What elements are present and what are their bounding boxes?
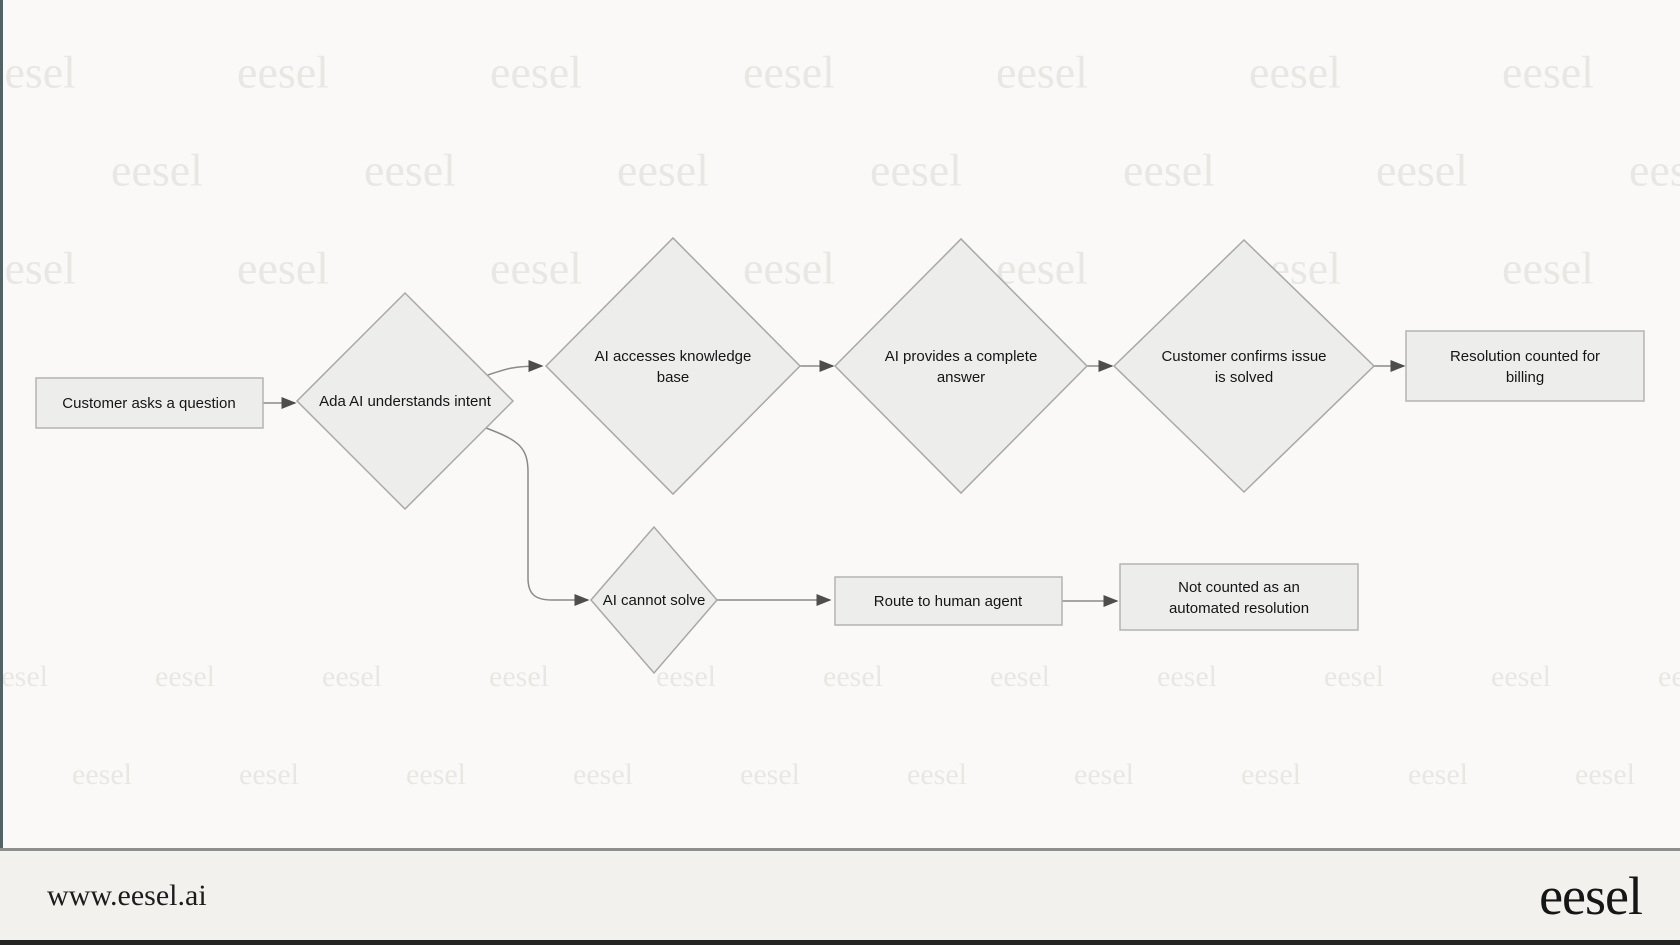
node-customer-question-label: Customer asks a question [62, 395, 235, 412]
watermark-text: eesel [743, 46, 835, 98]
watermark-text: eesel [322, 660, 382, 693]
watermark-text: eesel [1502, 46, 1594, 98]
watermark-text: eesel [237, 46, 329, 98]
node-knowledge-diamond [544, 236, 802, 496]
node-not-counted-box [1119, 563, 1359, 631]
node-ada-intent-label: Ada AI understands intent [319, 393, 492, 410]
watermark-text: eesel [490, 242, 582, 294]
watermark-text: eesel [823, 660, 883, 693]
node-route-human-label: Route to human agent [874, 593, 1023, 610]
node-billing-label-line1: Resolution counted for [1450, 348, 1600, 365]
node-billing-box [1405, 330, 1645, 402]
watermark-text: eesel [1376, 144, 1468, 196]
node-confirm-solved-label-line1: Customer confirms issue [1161, 348, 1326, 365]
watermark-text: eesel [490, 46, 582, 98]
footer: www.eesel.ai eesel [0, 851, 1680, 940]
watermark-text: eesel [656, 660, 716, 693]
watermark-text: eesel [617, 144, 709, 196]
node-customer-question-box [35, 377, 264, 429]
node-not-counted-label-line1: Not counted as an [1178, 579, 1300, 596]
edge-intent-to-knowledge [481, 360, 544, 378]
watermark-text: eesel [0, 46, 76, 98]
watermark-text: eesel [1408, 758, 1468, 791]
watermark-text: eesel [996, 242, 1088, 294]
node-confirm-solved-diamond [1112, 238, 1376, 494]
node-billing-label-line2: billing [1506, 369, 1544, 386]
watermark-text: eesel [1629, 144, 1680, 196]
watermark-text: eesel [489, 660, 549, 693]
watermark-text: eesel [72, 758, 132, 791]
watermark-text: eesel [364, 144, 456, 196]
watermark-text: eesel [0, 242, 76, 294]
watermark-text: eesel [239, 758, 299, 791]
node-cannot-solve-label: AI cannot solve [603, 592, 706, 609]
watermark-text: eesel [907, 758, 967, 791]
watermark-text: eesel [1123, 144, 1215, 196]
eesel-logo: eesel [1539, 865, 1643, 926]
node-route-human-box [834, 576, 1063, 626]
watermark-text: eesel [1491, 660, 1551, 693]
footer-url: www.eesel.ai [47, 878, 207, 912]
node-knowledge-label-line1: AI accesses knowledge [595, 348, 752, 365]
node-confirm-solved-label-line2: is solved [1215, 369, 1273, 386]
node-knowledge-label-line2: base [657, 369, 690, 386]
watermark-text: eesel [870, 144, 962, 196]
bottom-edge-band [0, 940, 1680, 945]
watermark-text: eesel [155, 660, 215, 693]
node-ada-intent-diamond [295, 291, 515, 511]
watermark-text: eesel [996, 46, 1088, 98]
watermark-text: eesel [1575, 758, 1635, 791]
watermark-text: eesel [1249, 46, 1341, 98]
watermark-text: eesel [237, 242, 329, 294]
watermark-text: eesel [743, 242, 835, 294]
watermark-text: eesel [990, 660, 1050, 693]
watermark-text: eesel [740, 758, 800, 791]
node-not-counted-label-line2: automated resolution [1169, 600, 1309, 617]
watermark-text: eesel [1658, 660, 1680, 693]
node-cannot-solve-diamond [590, 525, 718, 675]
watermark-text: eesel [1241, 758, 1301, 791]
watermark-text: eesel [1502, 242, 1594, 294]
node-complete-answer-label-line2: answer [937, 369, 985, 386]
node-complete-answer-label-line1: AI provides a complete [885, 348, 1038, 365]
node-complete-answer-diamond [833, 237, 1089, 495]
watermark-text: eesel [1074, 758, 1134, 791]
left-edge-strip [0, 0, 3, 940]
footer-divider [0, 848, 1680, 851]
watermark-text: eesel [1324, 660, 1384, 693]
watermark-text: eesel [111, 144, 203, 196]
watermark-text: eesel [1157, 660, 1217, 693]
watermark-text: eesel [406, 758, 466, 791]
watermark-text: eesel [0, 660, 48, 693]
watermark-text: eesel [573, 758, 633, 791]
edge-intent-to-cannot-solve [485, 427, 590, 606]
